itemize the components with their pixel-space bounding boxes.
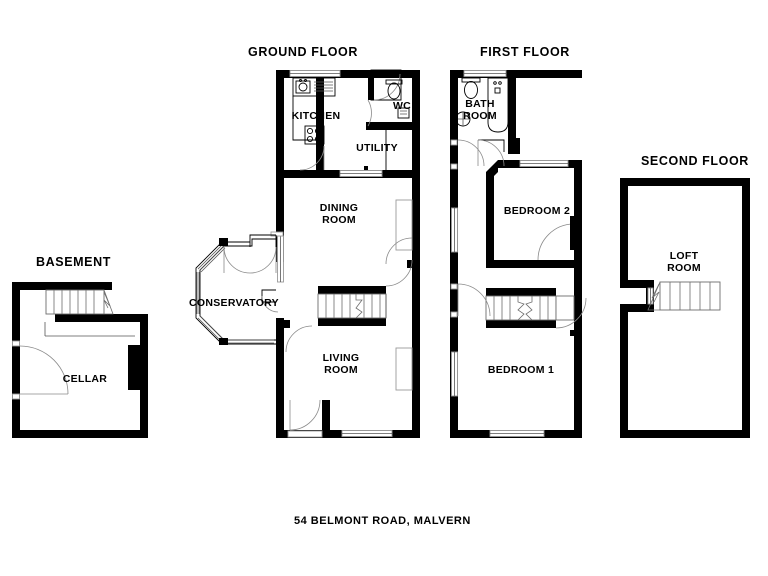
room-label-cellar: CELLAR — [62, 373, 108, 385]
room-label-kitchen: KITCHEN — [291, 110, 341, 122]
room-label-dining-line2: ROOM — [322, 214, 356, 226]
room-label-bedroom-1: BEDROOM 1 — [487, 364, 555, 376]
room-label-loft-line2: ROOM — [667, 262, 701, 274]
floor-title-second: SECOND FLOOR — [641, 154, 749, 168]
room-label-living-line2: ROOM — [324, 364, 358, 376]
second-floor-plan — [620, 178, 750, 438]
plan-caption: 54 BELMONT ROAD, MALVERN — [294, 515, 471, 527]
room-label-bath-line2: ROOM — [463, 110, 497, 122]
room-label-dining-line1: DINING — [319, 202, 359, 214]
room-label-living-line1: LIVING — [322, 352, 360, 364]
floor-title-first: FIRST FLOOR — [480, 45, 570, 59]
first-floor-plan — [450, 70, 587, 438]
room-label-wc: WC — [392, 100, 412, 112]
room-label-utility: UTILITY — [356, 142, 398, 154]
basement-plan — [12, 282, 148, 438]
room-label-bath-line1: BATH — [465, 98, 495, 110]
ground-floor-plan — [195, 69, 420, 438]
room-label-bedroom-2: BEDROOM 2 — [503, 205, 571, 217]
floor-title-ground: GROUND FLOOR — [248, 45, 358, 59]
room-label-loft-line1: LOFT — [669, 250, 699, 262]
conservatory-outline — [195, 234, 279, 345]
room-label-conservatory: CONSERVATORY — [189, 297, 279, 309]
floor-title-basement: BASEMENT — [36, 255, 111, 269]
